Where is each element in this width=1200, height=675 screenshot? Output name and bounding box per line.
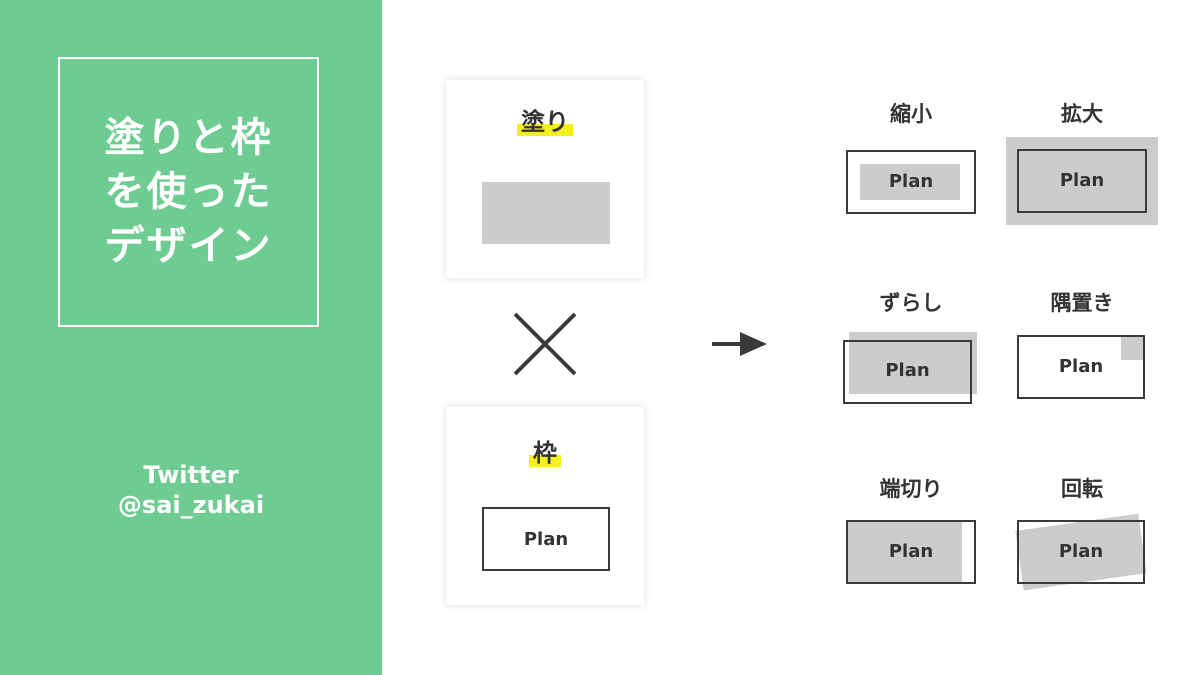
fill-card-label: 塗り xyxy=(446,102,644,137)
title-frame: 塗りと枠 を使った デザイン xyxy=(58,57,319,327)
variation-frame xyxy=(846,520,976,584)
variation-frame xyxy=(843,340,972,404)
variation-text: Plan xyxy=(1058,541,1104,562)
variation-corner: Plan xyxy=(1017,335,1145,399)
handle-line: @sai_zukai xyxy=(117,491,265,519)
frame-card: 枠 Plan xyxy=(446,407,644,605)
variation-fill xyxy=(1006,137,1158,225)
frame-sample: Plan xyxy=(482,507,610,571)
variation-shrink: Plan xyxy=(846,150,976,214)
variation-enlarge: Plan xyxy=(1006,137,1158,225)
variation-label-corner: 隅置き xyxy=(1050,291,1114,315)
handle-line: Twitter xyxy=(143,461,239,489)
title-line: を使った xyxy=(104,169,273,215)
fill-card: 塗り xyxy=(446,80,644,278)
variation-frame xyxy=(1017,520,1145,584)
title-line: デザイン xyxy=(104,223,273,269)
frame-label-text: 枠 xyxy=(529,439,561,467)
variation-text: Plan xyxy=(888,171,934,192)
variation-text: Plan xyxy=(885,360,930,381)
variation-text: Plan xyxy=(1059,170,1105,191)
twitter-handle: Twitter @sai_zukai xyxy=(0,460,382,520)
fill-label-text: 塗り xyxy=(517,108,573,136)
variation-label-rotate: 回転 xyxy=(1061,477,1103,501)
sidebar: 塗りと枠 を使った デザイン Twitter @sai_zukai xyxy=(0,0,382,675)
variation-fill xyxy=(846,520,962,584)
variation-cut: Plan xyxy=(846,520,976,584)
variation-label-shrink: 縮小 xyxy=(890,102,932,126)
variation-fill xyxy=(1121,337,1143,360)
frame-card-label: 枠 xyxy=(446,433,644,468)
variation-text: Plan xyxy=(1058,356,1104,377)
variation-label-offset: ずらし xyxy=(879,291,943,315)
variation-text: Plan xyxy=(888,541,934,562)
variation-rotate: Plan xyxy=(1015,513,1147,591)
cross-icon xyxy=(513,312,577,376)
fill-sample xyxy=(482,182,610,244)
title-line: 塗りと枠 xyxy=(104,115,273,161)
variation-frame xyxy=(846,150,976,214)
arrow-right-icon xyxy=(712,332,767,356)
variation-label-enlarge: 拡大 xyxy=(1061,102,1103,126)
variation-frame xyxy=(1017,335,1145,399)
variation-fill xyxy=(860,164,960,200)
variation-offset: Plan xyxy=(843,332,977,404)
variation-frame xyxy=(1017,149,1147,213)
variation-fill xyxy=(849,332,977,394)
variation-label-cut: 端切り xyxy=(879,477,943,501)
